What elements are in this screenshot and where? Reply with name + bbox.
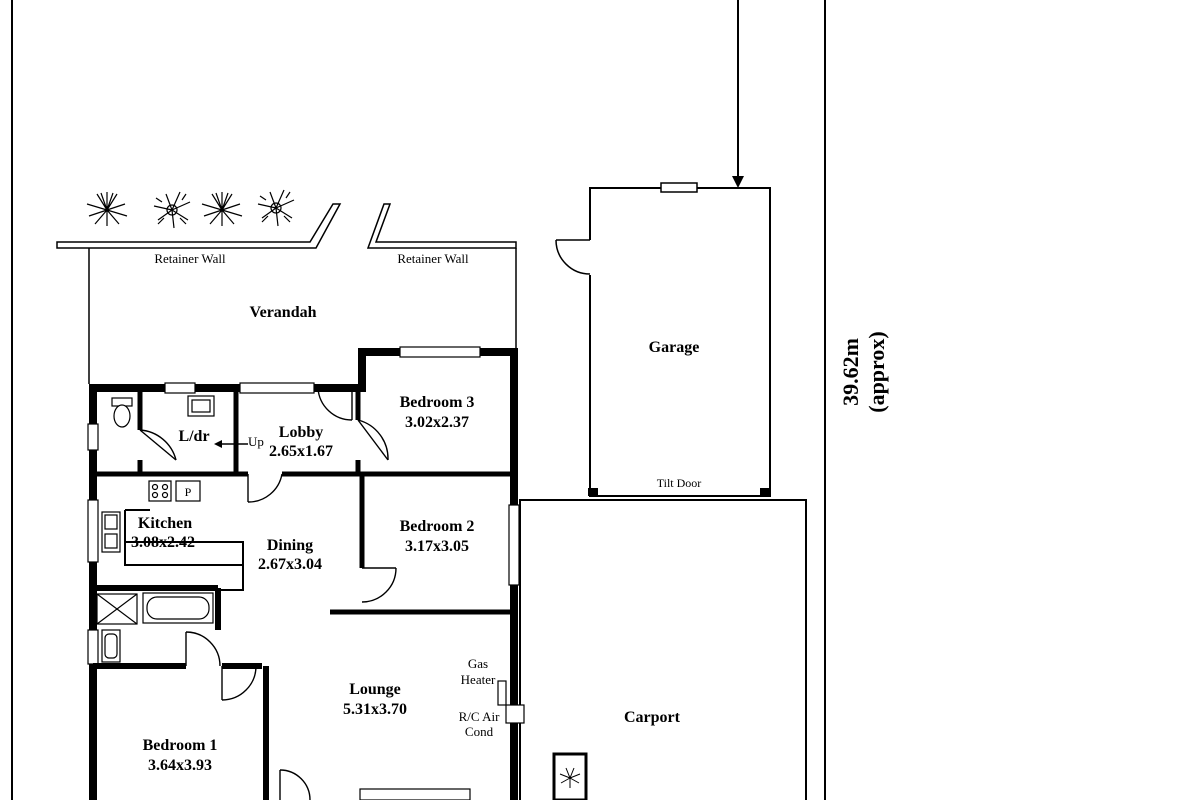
plant-icon	[86, 192, 128, 226]
air-conditioner-icon	[505, 704, 525, 724]
bedroom2-name: Bedroom 2	[400, 518, 475, 535]
kitchen-size: 3.08x2.42	[131, 534, 195, 551]
property-boundary	[11, 0, 826, 800]
windows	[87, 346, 520, 800]
pantry-box	[175, 480, 201, 502]
air-cond-label-2: Cond	[465, 724, 494, 739]
bedroom1-size: 3.64x3.93	[148, 757, 212, 774]
garden-plants	[86, 189, 295, 229]
dimension-note: (approx)	[864, 331, 889, 413]
air-cond-label-1: R/C Air	[459, 709, 500, 724]
up-label: Up	[248, 434, 264, 449]
toilet-icon	[111, 397, 133, 428]
lounge-size: 5.31x3.70	[343, 701, 407, 718]
plant-icon	[257, 189, 295, 227]
lobby-size: 2.65x1.67	[269, 443, 333, 460]
carport	[519, 499, 807, 800]
gas-heater-label-2: Heater	[461, 672, 496, 687]
dimension-length: 39.62m	[838, 338, 863, 406]
carport-label: Carport	[624, 709, 681, 726]
verandah	[88, 248, 517, 384]
laundry-trough-icon	[187, 395, 215, 417]
lobby-name: Lobby	[279, 424, 323, 441]
bath-icon	[142, 592, 214, 624]
dining-size: 2.67x3.04	[258, 556, 322, 573]
plant-icon	[559, 767, 581, 788]
laundry-label: L/dr	[178, 428, 209, 445]
vanity-icon	[101, 629, 121, 663]
bedroom1-name: Bedroom 1	[143, 737, 218, 754]
doors	[139, 387, 397, 800]
stove-icon	[148, 480, 172, 502]
garage	[555, 182, 771, 497]
pantry-label: P	[185, 485, 192, 499]
bedroom3-name: Bedroom 3	[400, 394, 475, 411]
garage-label: Garage	[649, 339, 700, 356]
kitchen-name: Kitchen	[138, 515, 192, 532]
sink-icon	[101, 511, 121, 553]
retainer-wall-left-label: Retainer Wall	[154, 251, 226, 266]
plant-icon	[153, 191, 191, 229]
tilt-door-label: Tilt Door	[657, 476, 702, 490]
gas-heater-icon	[497, 680, 507, 706]
plant-icon	[201, 192, 243, 226]
house-interior-walls	[93, 388, 514, 800]
retainer-walls	[56, 203, 517, 249]
gas-heater-label-1: Gas	[468, 656, 488, 671]
bedroom2-size: 3.17x3.05	[405, 538, 469, 555]
shower-icon	[96, 593, 138, 625]
lounge-name: Lounge	[349, 681, 401, 698]
fixtures	[96, 395, 525, 724]
verandah-label: Verandah	[250, 304, 317, 321]
retainer-wall-right-label: Retainer Wall	[397, 251, 469, 266]
bedroom3-size: 3.02x2.37	[405, 414, 469, 431]
dining-name: Dining	[267, 537, 313, 554]
